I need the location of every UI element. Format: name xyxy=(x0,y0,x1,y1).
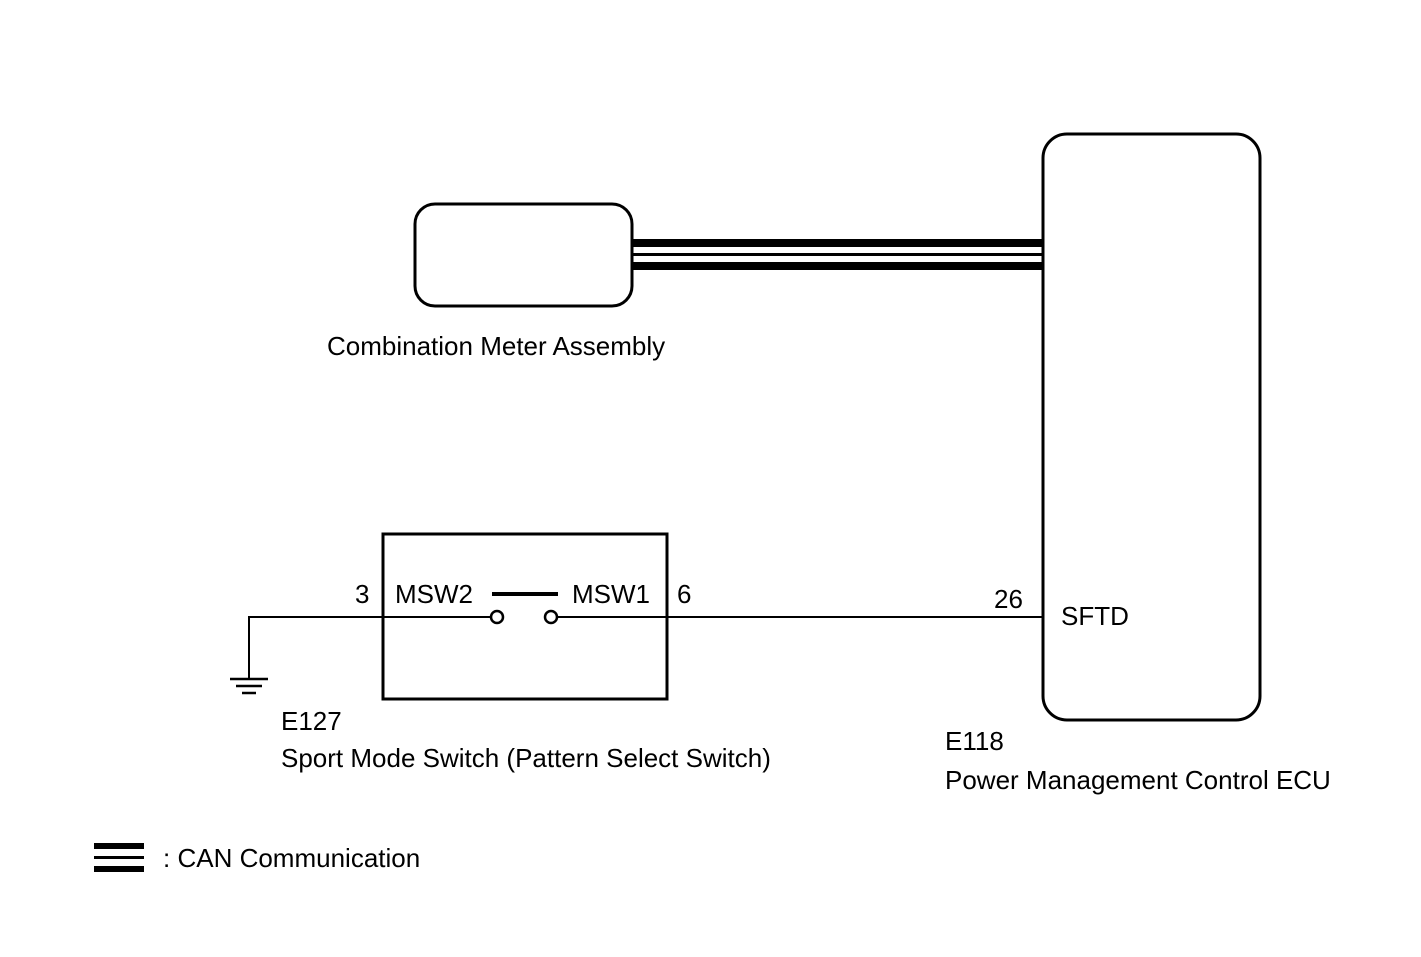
combination-meter-box xyxy=(413,202,634,308)
combination-meter-label: Combination Meter Assembly xyxy=(327,331,665,361)
ecu-label: Power Management Control ECU xyxy=(945,765,1331,795)
ecu-pin-number: 26 xyxy=(994,584,1023,614)
ecu-pin-name: SFTD xyxy=(1061,601,1129,631)
switch-terminal-left-icon xyxy=(489,609,505,625)
switch-right-pin-number: 6 xyxy=(677,579,691,609)
switch-left-pin-number: 3 xyxy=(355,579,369,609)
can-bus-lines xyxy=(632,239,1044,270)
can-legend-text: : CAN Communication xyxy=(163,843,420,873)
can-legend-icon xyxy=(94,843,144,872)
power-management-ecu-box xyxy=(1041,132,1262,722)
ground-icon xyxy=(230,677,268,695)
ground-wire xyxy=(248,616,383,678)
switch-label: Sport Mode Switch (Pattern Select Switch… xyxy=(281,743,771,773)
switch-left-pin-name: MSW2 xyxy=(395,579,473,609)
switch-terminal-right-icon xyxy=(543,609,559,625)
ecu-connector-code: E118 xyxy=(945,726,1004,756)
switch-connector-code: E127 xyxy=(281,706,342,736)
switch-right-pin-name: MSW1 xyxy=(572,579,650,609)
